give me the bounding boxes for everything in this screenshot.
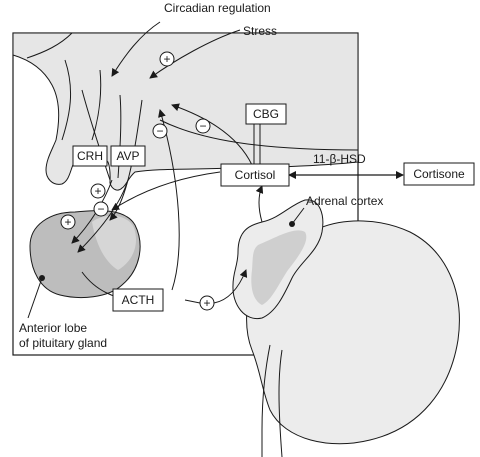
cbg-label: CBG — [253, 107, 279, 121]
adrenal-cortex-pointer — [291, 207, 305, 225]
kidney — [246, 220, 460, 445]
acth-label: ACTH — [122, 293, 155, 307]
acth-box — [112, 288, 164, 312]
acth-to-adrenal-arrow — [213, 269, 248, 304]
neuron-fibre — [109, 99, 143, 221]
posterior-pituitary — [92, 215, 137, 270]
avp-box — [110, 145, 146, 167]
avp-minus-sign: − — [93, 201, 109, 217]
svg-text:+: + — [203, 296, 210, 310]
cortisol-label: Cortisol — [235, 168, 276, 182]
avp-fibre — [77, 179, 129, 253]
svg-text:−: − — [97, 202, 104, 216]
neuron-fibre — [81, 89, 111, 181]
adrenal-medulla — [251, 230, 307, 305]
svg-text:+: + — [64, 215, 71, 229]
svg-text:+: + — [163, 52, 170, 66]
brain-contour-line — [91, 69, 102, 141]
acth-internal-loop — [158, 109, 180, 291]
stress-label: Stress — [243, 24, 277, 38]
crh-plus-sign: + — [60, 214, 76, 230]
cortisol-feedback-hypothalamus — [171, 103, 253, 166]
ureter — [278, 349, 283, 457]
svg-text:−: − — [199, 119, 206, 133]
acth-plus-sign: + — [199, 295, 215, 311]
adrenal-to-cortisol — [255, 185, 264, 223]
brain-contour-line — [61, 59, 72, 141]
enzyme-label: 11-β-HSD — [313, 152, 366, 166]
cortisone-box — [403, 162, 475, 186]
crh-box — [72, 145, 108, 167]
avp-plus-sign: + — [90, 183, 106, 199]
anterior-lobe-pointer — [27, 277, 43, 319]
circadian-arrow — [111, 21, 161, 77]
avp-label: AVP — [116, 149, 139, 163]
cortisol-box — [220, 163, 290, 187]
svg-text:+: + — [94, 184, 101, 198]
stress-plus-sign: + — [159, 51, 175, 67]
cortisol-minus-sign: − — [195, 118, 211, 134]
svg-text:−: − — [156, 124, 163, 138]
anterior-lobe-label-line1: Anterior lobe — [19, 321, 87, 335]
acth-minus-sign: − — [152, 123, 168, 139]
crh-label: CRH — [77, 149, 103, 163]
cortisone-label: Cortisone — [413, 167, 465, 181]
neuron-fibre — [117, 94, 122, 179]
cbg-box — [245, 103, 287, 125]
stress-arrow — [149, 29, 241, 79]
brain-contour-line — [159, 119, 359, 151]
brain-contour-line — [26, 32, 73, 59]
adrenal-cortex-label: Adrenal cortex — [306, 194, 383, 208]
cortisol-feedback-pituitary — [111, 171, 221, 211]
anterior-lobe-label-line2: of pituitary gland — [19, 336, 107, 350]
ureter — [261, 344, 271, 457]
circadian-regulation-label: Circadian regulation — [164, 1, 271, 15]
acth-to-adrenal — [184, 299, 201, 304]
